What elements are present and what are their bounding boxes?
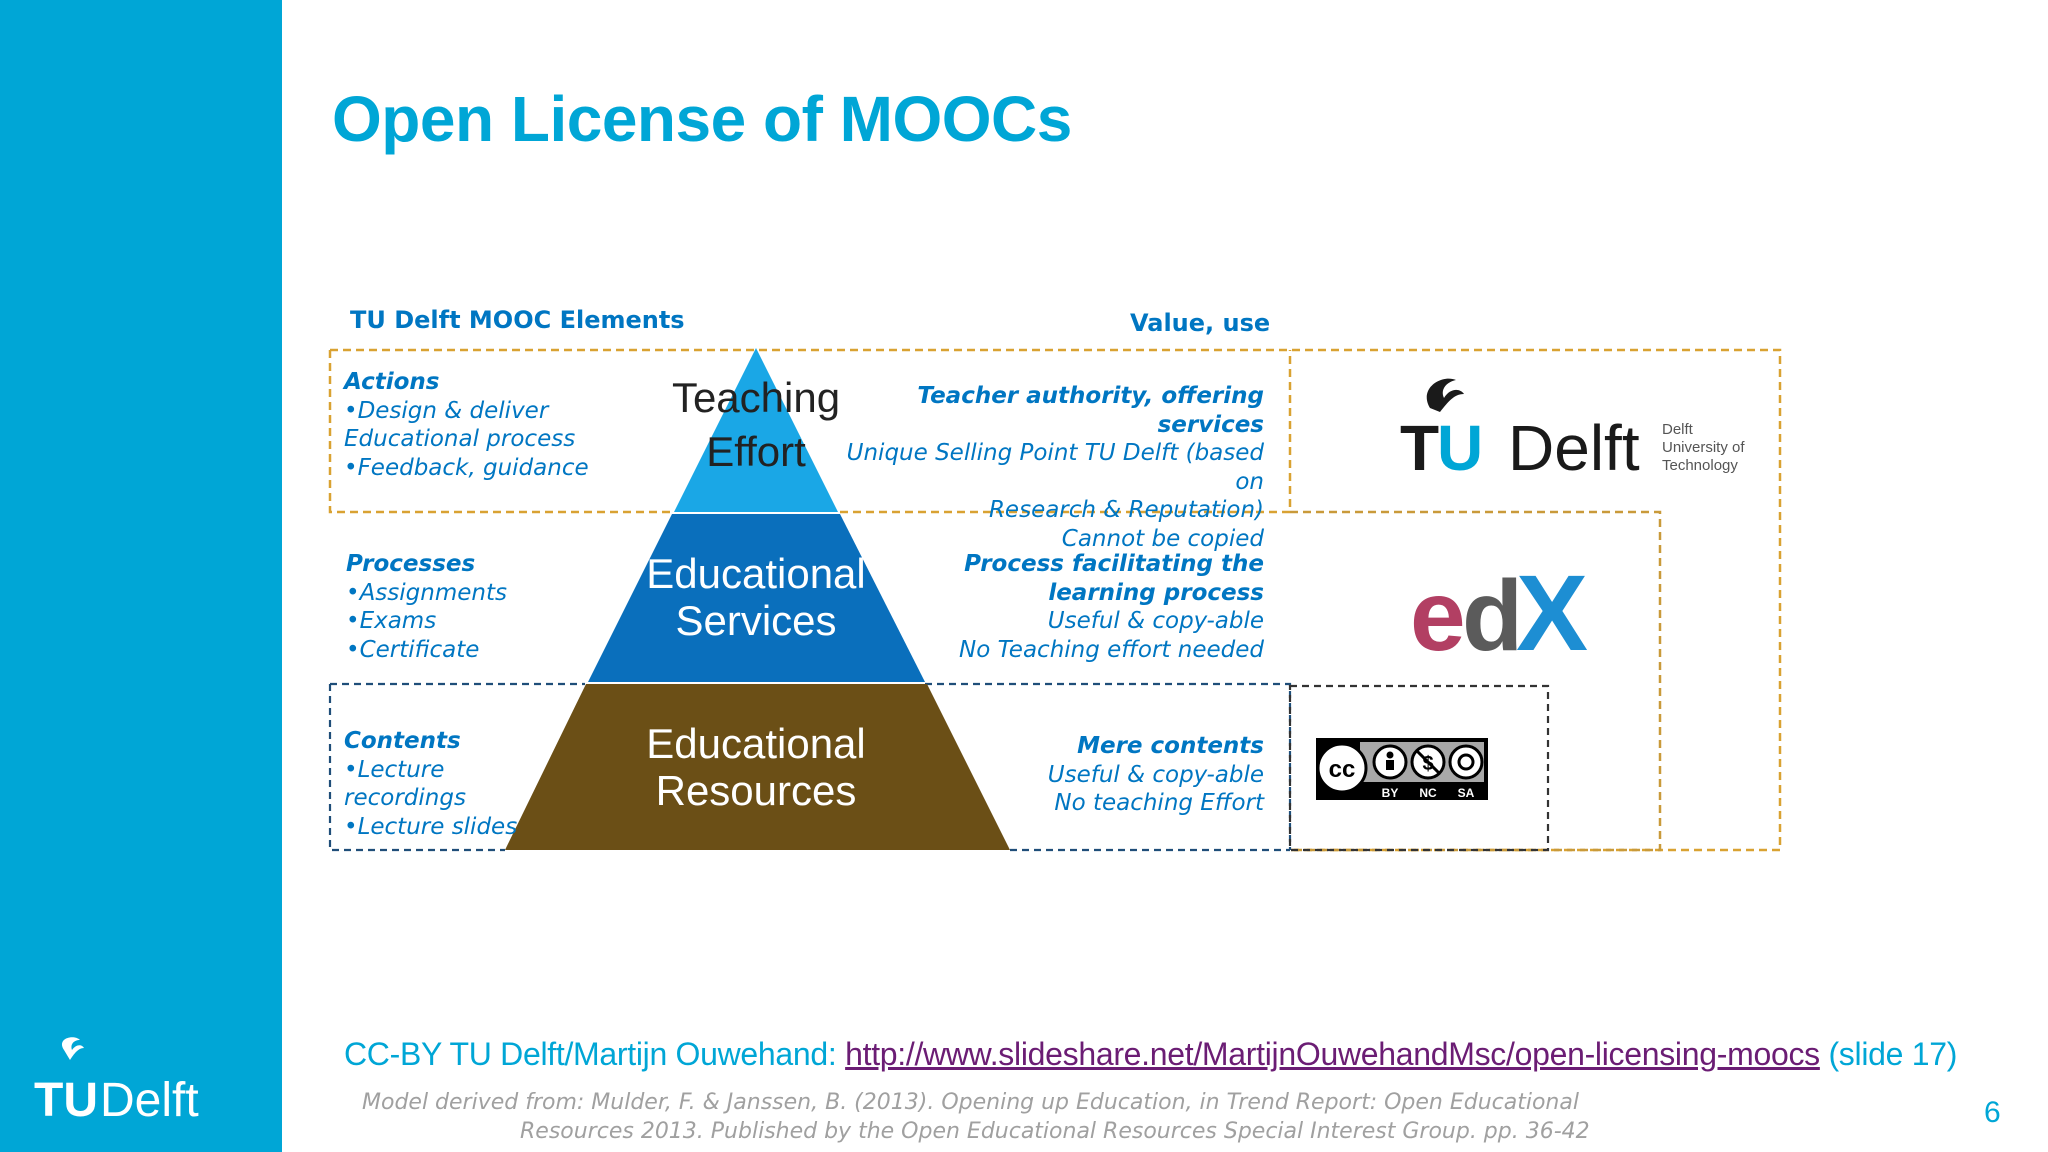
left-block-contents: Contents •Lecture recordings •Lecture sl…: [344, 727, 544, 841]
right-block-teaching: Teacher authority, offering services Uni…: [820, 382, 1264, 553]
pyramid-top-label-2: Effort: [706, 428, 806, 475]
right-block-services: Process facilitating the learning proces…: [900, 550, 1264, 664]
svg-text:cc: cc: [1329, 756, 1356, 783]
right-block-resources: Mere contents Useful & copy-able No teac…: [1000, 732, 1264, 818]
right-block-title: Teacher authority, offering: [917, 383, 1264, 409]
tudelft-logo-sidebar: TU Delft: [34, 1037, 199, 1124]
list-item: •Assignments: [346, 579, 507, 606]
right-block-title: learning process: [1048, 579, 1264, 606]
flame-icon: [61, 1037, 84, 1060]
right-block-title: Mere contents: [1077, 733, 1264, 759]
header-left: TU Delft MOOC Elements: [350, 306, 685, 334]
list-item: No Teaching effort needed: [959, 636, 1264, 663]
left-block-actions: Actions •Design & deliver Educational pr…: [344, 368, 634, 482]
header-right: Value, use: [1130, 309, 1271, 337]
list-item: •Design & deliver: [344, 397, 549, 424]
frame-cc: [1288, 684, 1550, 852]
credit-line: CC-BY TU Delft/Martijn Ouwehand: http://…: [344, 1036, 1957, 1073]
page-number: 6: [1984, 1096, 2001, 1129]
sidebar: TU Delft: [0, 0, 282, 1152]
pyramid-middle-label-2: Services: [675, 597, 836, 644]
slide-title: Open License of MOOCs: [332, 83, 1072, 155]
right-block-title: services: [1157, 411, 1264, 438]
logo-sub-3: Technology: [1662, 457, 1738, 474]
logo-t: T: [1400, 412, 1439, 484]
list-item: •Feedback, guidance: [344, 454, 589, 481]
cc-by-label: BY: [1382, 786, 1399, 800]
pyramid-middle-label-1: Educational: [646, 550, 866, 597]
sidebar-logo-delft: Delft: [100, 1074, 199, 1124]
list-item: •Certificate: [346, 636, 480, 663]
pyramid-middle: [588, 514, 925, 682]
list-item: •Lecture slides: [344, 813, 518, 840]
reference-line-2: Resources 2013. Published by the Open Ed…: [520, 1119, 1590, 1144]
flame-icon: [1426, 378, 1464, 412]
left-block-title: Processes: [346, 551, 476, 577]
left-block-title: Contents: [344, 728, 461, 754]
logo-sub-2: University of: [1662, 439, 1745, 456]
list-item: Cannot be copied: [1061, 525, 1264, 552]
sidebar-logo-tu: TU: [34, 1074, 98, 1124]
list-item: Useful & copy-able: [1047, 761, 1264, 788]
credit-prefix: CC-BY TU Delft/Martijn Ouwehand:: [344, 1036, 846, 1072]
edx-e: e: [1410, 560, 1466, 672]
edx-d: d: [1462, 560, 1523, 672]
left-block-processes: Processes •Assignments •Exams •Certifica…: [346, 550, 636, 664]
reference-line-1: Model derived from: Mulder, F. & Janssen…: [362, 1090, 1579, 1115]
cc-nc-label: NC: [1419, 786, 1437, 800]
edx-logo: e d X: [1410, 552, 1588, 673]
sa-share-icon: [1448, 744, 1484, 780]
list-item: •Lecture: [344, 756, 445, 783]
list-item: Educational process: [344, 426, 576, 452]
list-item: No teaching Effort: [1054, 790, 1264, 816]
pyramid-top-label-1: Teaching: [672, 374, 840, 421]
frame-edx: [1290, 510, 1662, 852]
pyramid-bottom: [505, 684, 1010, 850]
list-item: •Exams: [346, 608, 437, 634]
list-item: Research & Reputation): [988, 497, 1264, 523]
logo-delft: Delft: [1508, 412, 1640, 484]
logo-u: U: [1437, 412, 1483, 484]
pyramid-bottom-label-1: Educational: [646, 720, 866, 767]
credit-suffix: (slide 17): [1819, 1036, 1958, 1072]
list-item: Unique Selling Point TU Delft (based on: [846, 440, 1264, 495]
frame-services: [330, 682, 1292, 850]
pyramid-top: [674, 348, 838, 512]
left-block-title: Actions: [344, 369, 440, 395]
frame-resources: [328, 684, 1290, 852]
logo-sub-1: Delft: [1662, 421, 1694, 438]
pyramid-bottom-label-2: Resources: [656, 767, 857, 814]
slideshare-link[interactable]: http://www.slideshare.net/MartijnOuwehan…: [845, 1036, 1820, 1072]
list-item: Useful & copy-able: [1047, 608, 1264, 634]
edx-x: X: [1516, 552, 1588, 673]
right-block-title: Process facilitating the: [964, 551, 1264, 577]
list-item: recordings: [344, 785, 466, 811]
cc-by-nc-sa-badge: cc $ BY NC SA: [1316, 738, 1488, 800]
cc-sa-label: SA: [1458, 786, 1475, 800]
tudelft-logo: T U Delft Delft University of Technology: [1400, 378, 1745, 484]
cc-icon: [1316, 742, 1368, 794]
